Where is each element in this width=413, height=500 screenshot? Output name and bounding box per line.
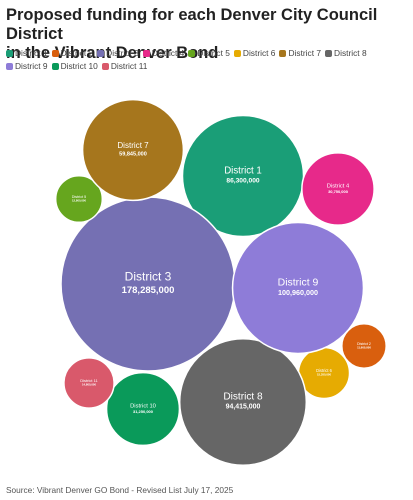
legend-item: District 1 bbox=[6, 48, 48, 58]
legend-label: District 11 bbox=[110, 61, 148, 71]
legend-item: District 10 bbox=[51, 61, 98, 71]
legend-swatch bbox=[101, 62, 109, 70]
legend-label: District 9 bbox=[15, 61, 48, 71]
bubble-value-label: 14,800,000 bbox=[82, 383, 96, 387]
bubble-district-2: District 211,600,000 bbox=[341, 323, 387, 369]
legend-item: District 11 bbox=[101, 61, 148, 71]
legend-item: District 4 bbox=[142, 48, 185, 58]
legend-item: District 7 bbox=[279, 48, 321, 58]
legend-label: District 1 bbox=[15, 48, 48, 58]
bubble-district-7: District 759,845,000 bbox=[81, 98, 185, 202]
bubble-name-label: District 6 bbox=[316, 368, 333, 373]
bubble-value-label: 59,845,000 bbox=[119, 151, 147, 157]
bubble-value-label: 100,960,000 bbox=[278, 288, 318, 297]
legend-label: District 5 bbox=[197, 48, 230, 58]
legend-swatch bbox=[142, 49, 150, 57]
legend-swatch bbox=[188, 49, 196, 57]
bubble-circle bbox=[105, 371, 181, 447]
bubble-value-label: 30,750,000 bbox=[328, 189, 349, 194]
bubble-circle bbox=[178, 337, 308, 467]
bubble-name-label: District 5 bbox=[72, 195, 86, 199]
bubble-district-4: District 430,750,000 bbox=[301, 152, 375, 226]
bubble-circle bbox=[231, 221, 365, 355]
bubble-name-label: District 11 bbox=[80, 378, 98, 383]
legend: District 1 District 2 District 3 District 4… bbox=[6, 48, 406, 71]
legend-label: District 4 bbox=[151, 48, 185, 58]
legend-label: District 7 bbox=[288, 48, 322, 58]
bubble-value-label: 15,350,000 bbox=[317, 373, 331, 377]
bubble-name-label: District 7 bbox=[117, 141, 149, 150]
bubble-name-label: District 1 bbox=[224, 166, 262, 177]
legend-label: District 2 bbox=[60, 48, 94, 58]
legend-swatch bbox=[6, 62, 13, 70]
source-note: Source: Vibrant Denver GO Bond - Revised… bbox=[6, 485, 234, 495]
bubble-value-label: 94,415,000 bbox=[226, 404, 261, 411]
bubble-name-label: District 2 bbox=[357, 342, 371, 346]
legend-swatch bbox=[233, 49, 241, 57]
legend-item: District 3 bbox=[97, 48, 139, 58]
bubble-circle bbox=[63, 357, 115, 409]
bubble-value-label: 31,250,000 bbox=[133, 409, 154, 414]
legend-swatch bbox=[6, 49, 13, 57]
legend-swatch bbox=[97, 49, 105, 57]
legend-item: District 8 bbox=[325, 48, 367, 58]
bubble-circle bbox=[54, 174, 104, 224]
bubble-name-label: District 8 bbox=[223, 392, 263, 403]
legend-label: District 10 bbox=[60, 61, 98, 71]
bubble-value-label: 86,300,000 bbox=[226, 177, 260, 184]
legend-item: District 6 bbox=[233, 48, 276, 58]
legend-item: District 5 bbox=[188, 48, 230, 58]
bubble-name-label: District 4 bbox=[327, 184, 350, 190]
legend-swatch bbox=[279, 49, 287, 57]
legend-label: District 6 bbox=[242, 48, 276, 58]
bubble-name-label: District 9 bbox=[278, 277, 319, 288]
bubble-value-label: 11,600,000 bbox=[357, 346, 371, 350]
bubble-circle bbox=[81, 98, 185, 202]
bubble-circle bbox=[301, 152, 375, 226]
legend-label: District 8 bbox=[334, 48, 367, 58]
bubble-district-8: District 894,415,000 bbox=[178, 337, 308, 467]
legend-swatch bbox=[51, 49, 59, 57]
bubble-circle bbox=[60, 196, 236, 372]
legend-swatch bbox=[325, 49, 333, 57]
legend-item: District 9 bbox=[6, 61, 48, 71]
bubble-name-label: District 3 bbox=[125, 270, 172, 284]
bubble-value-label: 12,800,000 bbox=[72, 199, 86, 203]
legend-label: District 3 bbox=[106, 48, 139, 58]
bubble-district-6: District 615,350,000 bbox=[297, 346, 351, 400]
bubble-value-label: 178,285,000 bbox=[122, 285, 175, 296]
legend-swatch bbox=[51, 62, 59, 70]
bubble-name-label: District 10 bbox=[130, 404, 156, 410]
bubble-district-5: District 512,800,000 bbox=[54, 174, 104, 224]
chart-title: Proposed funding for each Denver City Co… bbox=[6, 6, 378, 62]
bubble-circle bbox=[341, 323, 387, 369]
legend-item: District 2 bbox=[51, 48, 94, 58]
